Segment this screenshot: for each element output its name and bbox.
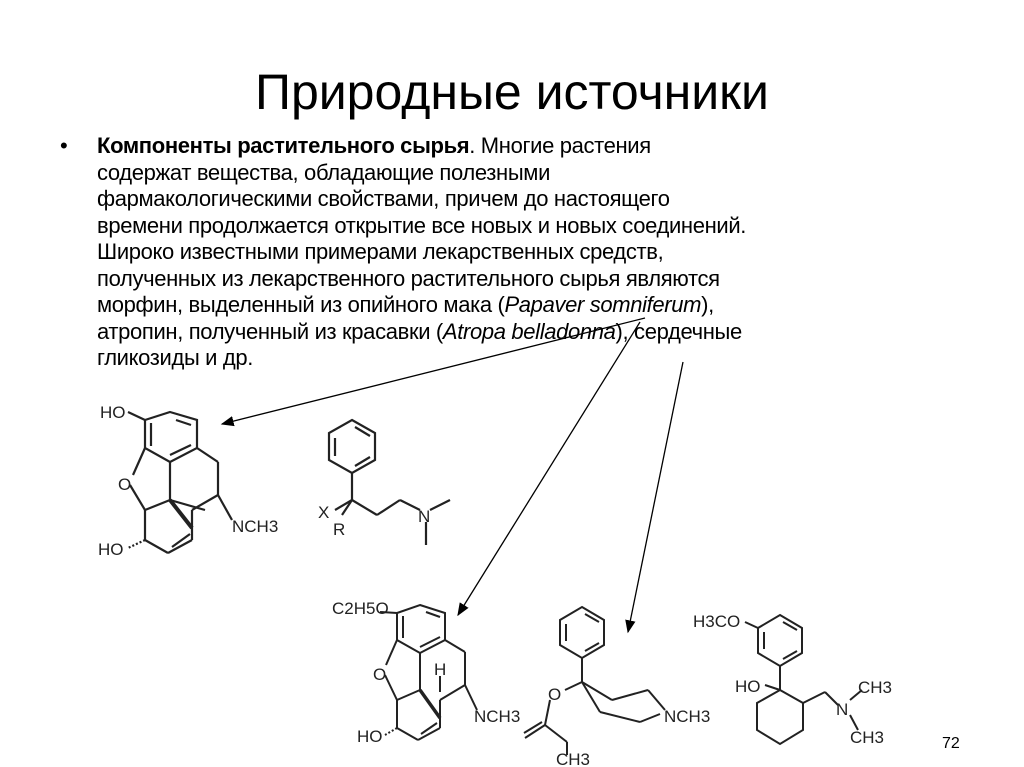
svg-text:NCH3: NCH3 [232, 517, 278, 536]
svg-text:O: O [373, 665, 386, 684]
svg-text:H3CO: H3CO [693, 612, 740, 631]
text-line: содержат вещества, обладающие полезными [97, 159, 551, 185]
text-line: полученных из лекарственного растительно… [97, 265, 720, 291]
text-line: атропин, полученный из красавки (Atropa … [97, 318, 742, 344]
svg-text:N: N [418, 507, 430, 526]
ethylmorphine-structure: C2H5O O H HO NCH3 [332, 599, 520, 746]
slide-title: Природные источники [255, 64, 769, 120]
svg-text:N: N [836, 700, 848, 719]
bullet-text: Компоненты растительного сырья. Многие р… [97, 133, 746, 372]
pharmacophore-structure: X R N [318, 418, 451, 545]
svg-text:C2H5O: C2H5O [332, 599, 389, 618]
svg-text:NCH3: NCH3 [664, 707, 710, 726]
prodine-structure: O NCH3 CH3 [523, 605, 710, 767]
svg-text:O: O [118, 475, 131, 494]
svg-text:HO: HO [98, 540, 124, 559]
arrows [220, 317, 684, 634]
svg-text:HO: HO [735, 677, 761, 696]
tramadol-structure: H3CO HO N CH3 CH3 [693, 612, 892, 747]
arrow-prodine [625, 361, 684, 634]
svg-text:HO: HO [100, 403, 126, 422]
text-line: времени продолжается открытие все новых … [97, 212, 747, 238]
svg-text:HO: HO [357, 727, 383, 746]
svg-text:NCH3: NCH3 [474, 707, 520, 726]
svg-text:CH3: CH3 [858, 678, 892, 697]
svg-text:R: R [333, 520, 345, 539]
svg-text:O: O [548, 685, 561, 704]
svg-text:CH3: CH3 [556, 750, 590, 767]
text-line: Компоненты растительного сырья. Многие р… [97, 133, 651, 158]
svg-text:X: X [318, 503, 329, 522]
svg-text:CH3: CH3 [850, 728, 884, 747]
arrow-ethylmorphine [457, 321, 641, 617]
svg-text:H: H [434, 660, 446, 679]
morphine-structure: HO O HO NCH3 [98, 403, 278, 559]
text-line: Широко известными примерами лекарственны… [97, 239, 664, 264]
text-line: морфин, выделенный из опийного мака (Pap… [97, 292, 714, 317]
arrow-morphine [220, 317, 646, 427]
page-number: 72 [942, 735, 960, 752]
text-line: гликозиды и др. [97, 345, 254, 370]
text-line: фармакологическими свойствами, причем до… [97, 186, 670, 211]
bullet-marker: • [60, 133, 68, 158]
